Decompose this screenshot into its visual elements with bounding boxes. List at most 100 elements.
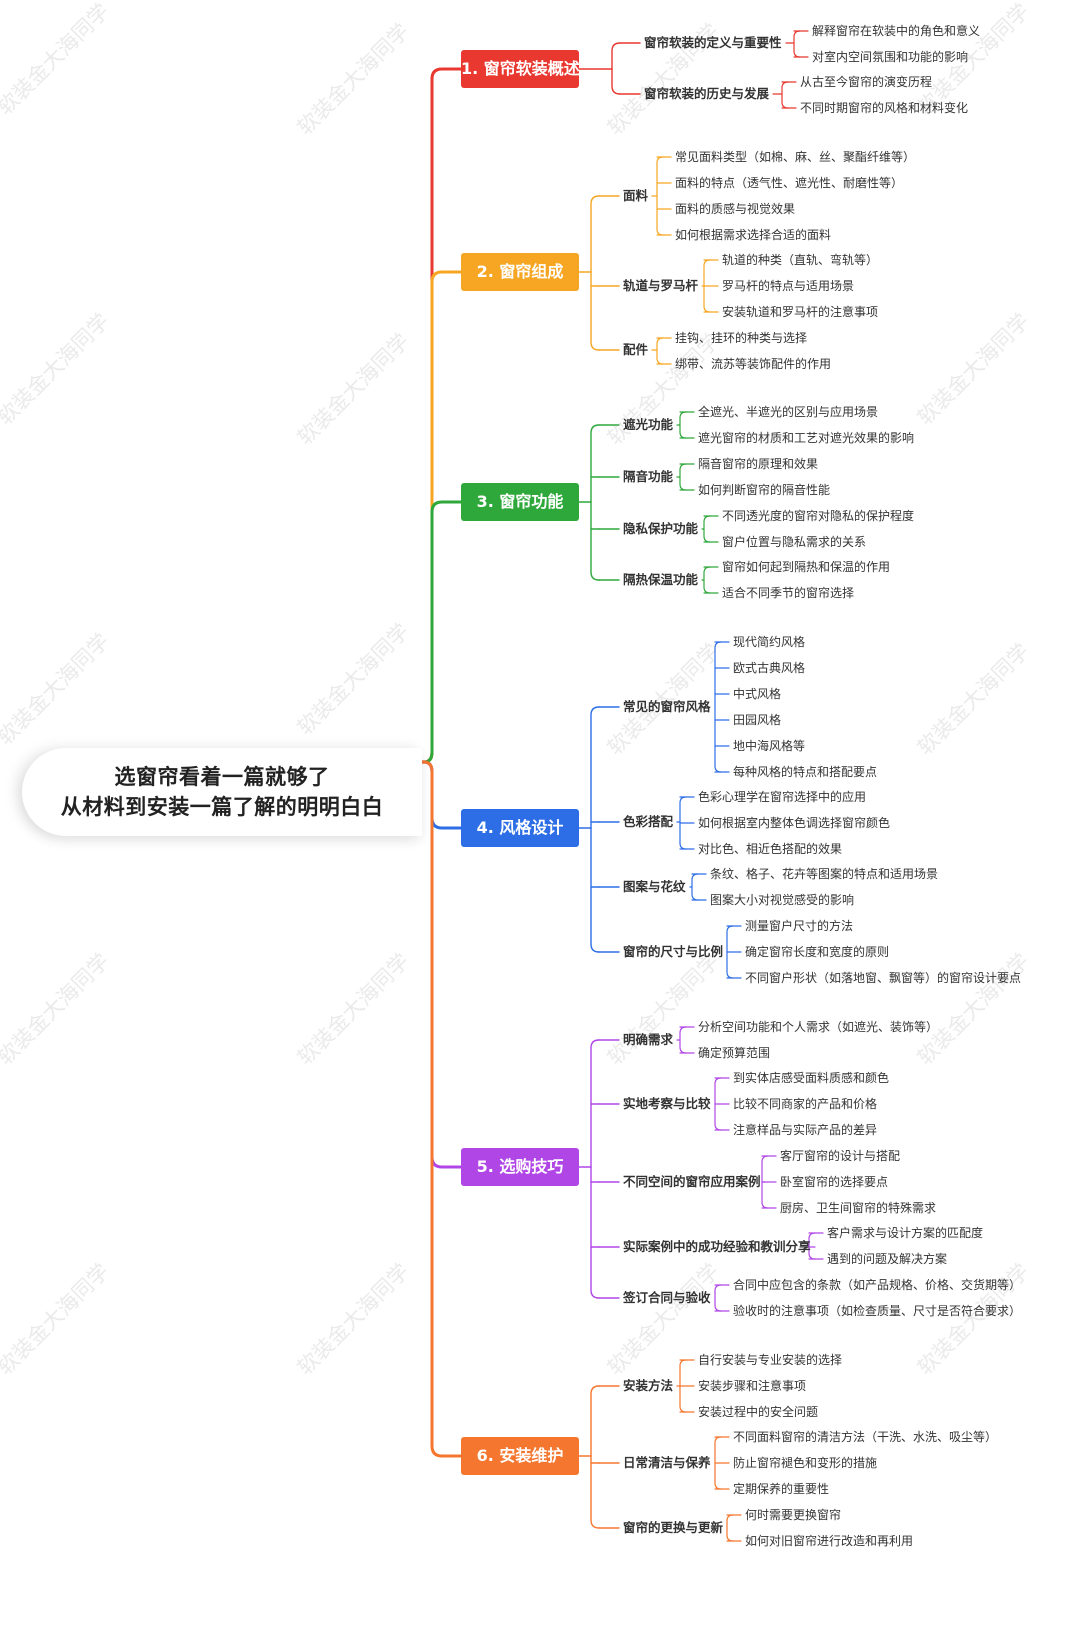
leaf-node: 验收时的注意事项（如检查质量、尺寸是否符合要求）: [733, 1304, 1022, 1318]
subtopic-node: 色彩搭配: [623, 814, 674, 829]
connector-line: [590, 1385, 600, 1457]
subtopic-node: 不同空间的窗帘应用案例: [623, 1174, 761, 1189]
leaf-node: 面料的特点（透气性、遮光性、耐磨性等）: [675, 176, 904, 190]
connector-line: [590, 271, 600, 351]
leaf-node: 窗帘如何起到隔热和保温的作用: [722, 560, 891, 574]
leaf-node: 确定预算范围: [698, 1046, 771, 1060]
connector-line: [703, 259, 711, 287]
leaf-node: 隔音窗帘的原理和效果: [698, 457, 819, 471]
connector-line: [590, 1166, 600, 1299]
leaf-node: 客厅窗帘的设计与搭配: [780, 1149, 901, 1163]
connector-line: [590, 706, 600, 829]
leaf-node: 遇到的问题及解决方案: [827, 1252, 948, 1266]
connector-line: [714, 1103, 722, 1131]
connector-line: [656, 156, 664, 197]
root-node: 选窗帘看着一篇就够了 从材料到安装一篇了解的明明白白: [22, 748, 422, 836]
connector-line: [761, 1155, 769, 1183]
leaf-node: 对室内空间氛围和功能的影响: [812, 50, 969, 64]
subtopic-node: 隐私保护功能: [623, 521, 699, 536]
connector-line: [691, 886, 699, 901]
connector-line: [714, 706, 722, 773]
leaf-node: 中式风格: [733, 687, 782, 701]
leaf-node: 欧式古典风格: [733, 661, 806, 675]
leaf-node: 地中海风格等: [733, 739, 806, 753]
subtopic-node: 明确需求: [623, 1032, 674, 1047]
leaf-node: 图案大小对视觉感受的影响: [710, 893, 855, 907]
connector-line: [714, 1284, 722, 1299]
connector-line: [679, 1026, 687, 1041]
subtopic-node: 隔音功能: [623, 469, 674, 484]
leaf-node: 条纹、格子、花卉等图案的特点和适用场景: [710, 867, 939, 881]
leaf-node: 罗马杆的特点与适用场景: [722, 279, 855, 293]
connector-line: [679, 796, 687, 823]
subtopic-node: 实地考察与比较: [623, 1096, 711, 1111]
leaf-node: 如何判断窗帘的隔音性能: [698, 483, 831, 497]
leaf-node: 每种风格的特点和搭配要点: [733, 765, 878, 779]
connector-line: [793, 42, 801, 58]
connector-line: [679, 411, 687, 426]
connector-line: [656, 195, 664, 236]
connector-line: [714, 1436, 722, 1464]
category-node: 1. 窗帘软装概述: [461, 50, 580, 88]
connector-line: [691, 873, 699, 888]
connector-line: [726, 1514, 734, 1529]
connector-line: [590, 195, 600, 273]
category-node: 3. 窗帘功能: [461, 483, 579, 521]
connector-line: [590, 424, 600, 503]
connector-line: [679, 476, 687, 491]
connector-line: [714, 1297, 722, 1312]
leaf-node: 如何根据室内整体色调选择窗帘颜色: [698, 816, 891, 830]
subtopic-node: 签订合同与验收: [623, 1290, 711, 1305]
subtopic-node: 安装方法: [623, 1378, 674, 1393]
connector-line: [590, 827, 600, 953]
leaf-node: 遮光窗帘的材质和工艺对遮光效果的影响: [698, 431, 915, 445]
subtopic-node: 面料: [623, 188, 649, 203]
leaf-node: 何时需要更换窗帘: [745, 1508, 842, 1522]
connector-line: [422, 760, 463, 1458]
connector-line: [611, 68, 621, 95]
leaf-node: 分析空间功能和个人需求（如遮光、装饰等）: [698, 1020, 939, 1034]
connector-line: [679, 1039, 687, 1054]
connector-line: [422, 270, 463, 764]
category-node: 2. 窗帘组成: [461, 253, 579, 291]
category-node: 6. 安装维护: [461, 1437, 579, 1475]
connector-line: [679, 1359, 687, 1387]
leaf-node: 防止窗帘褪色和变形的措施: [733, 1456, 878, 1470]
leaf-node: 不同窗户形状（如落地窗、飘窗等）的窗帘设计要点: [745, 971, 1022, 985]
leaf-node: 安装轨道和罗马杆的注意事项: [722, 305, 879, 319]
connector-line: [679, 821, 687, 850]
leaf-node: 适合不同季节的窗帘选择: [722, 586, 855, 600]
connector-line: [781, 81, 789, 95]
connector-line: [422, 500, 463, 764]
leaf-node: 轨道的种类（直轨、弯轨等）: [722, 253, 879, 267]
connector-line: [714, 1462, 722, 1490]
connector-line: [781, 93, 789, 109]
subtopic-node: 轨道与罗马杆: [623, 278, 699, 293]
leaf-node: 比较不同商家的产品和价格: [733, 1097, 878, 1111]
leaf-node: 测量窗户尺寸的方法: [745, 919, 854, 933]
subtopic-node: 常见的窗帘风格: [623, 699, 711, 714]
leaf-node: 定期保养的重要性: [733, 1482, 830, 1496]
connector-line: [422, 760, 463, 830]
connector-line: [703, 515, 711, 530]
leaf-node: 安装过程中的安全问题: [698, 1405, 819, 1419]
connector-line: [590, 1039, 600, 1168]
leaf-node: 不同面料窗帘的清洁方法（干洗、水洗、吸尘等）: [733, 1430, 998, 1444]
leaf-node: 田园风格: [733, 713, 782, 727]
leaf-node: 现代简约风格: [733, 635, 806, 649]
leaf-node: 如何对旧窗帘进行改造和再利用: [745, 1534, 914, 1548]
connector-line: [714, 1077, 722, 1105]
leaf-node: 客户需求与设计方案的匹配度: [827, 1226, 984, 1240]
subtopic-node: 隔热保温功能: [623, 572, 699, 587]
connector-line: [714, 641, 722, 708]
connector-line: [679, 1385, 687, 1413]
root-title-line-1: 选窗帘看着一篇就够了: [114, 765, 330, 789]
leaf-node: 厨房、卫生间窗帘的特殊需求: [780, 1201, 937, 1215]
root-title-line-2: 从材料到安装一篇了解的明明白白: [60, 795, 384, 819]
subtopic-node: 窗帘软装的定义与重要性: [644, 35, 782, 50]
connector-line: [793, 30, 801, 44]
connector-line: [761, 1181, 769, 1209]
leaf-node: 合同中应包含的条款（如产品规格、价格、交货期等）: [733, 1278, 1022, 1292]
connector-line: [726, 951, 734, 979]
